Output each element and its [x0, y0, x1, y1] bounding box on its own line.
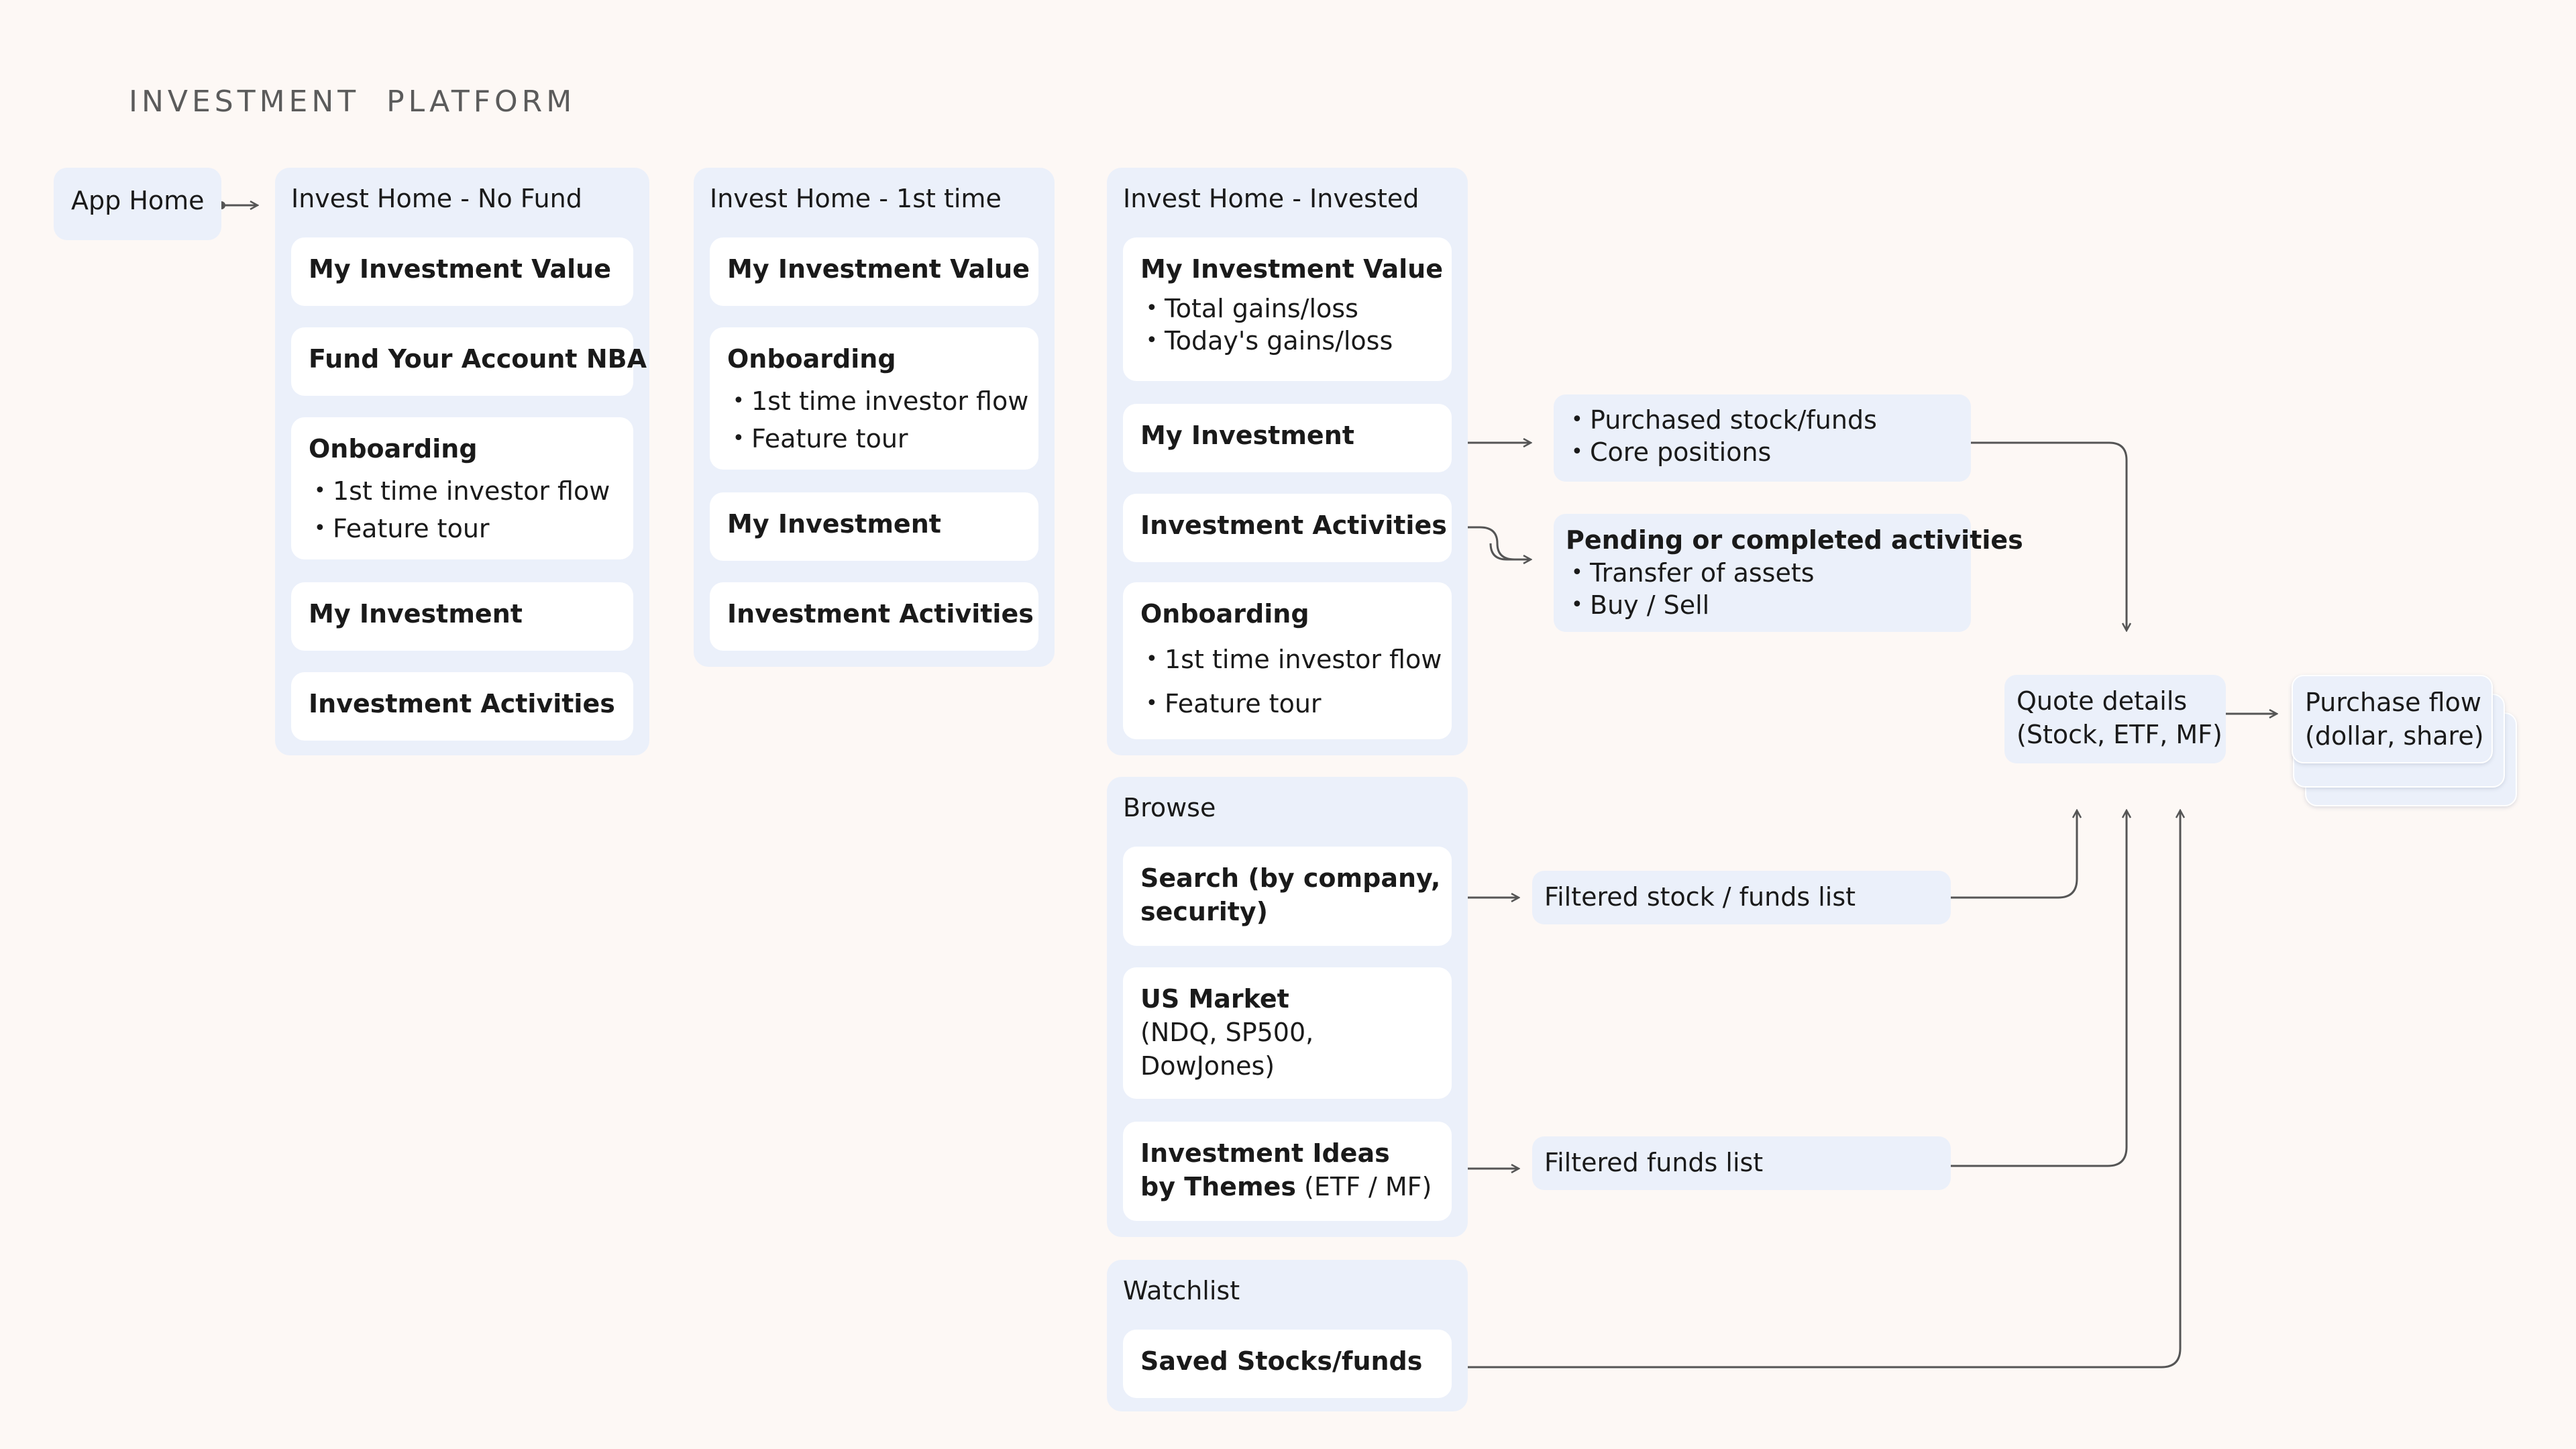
filtered-stock-node[interactable]: Filtered stock / funds list [1532, 871, 1951, 924]
bullet-item: Total gains/loss [1140, 292, 1434, 325]
card-title: My Investment Value [309, 254, 611, 284]
card-investment-activities[interactable]: Investment Activities [710, 582, 1038, 651]
card-my-investment-value[interactable]: My Investment Value [291, 237, 633, 306]
panel-browse: Browse Search (by company, security) US … [1107, 777, 1468, 1237]
page-title: INVESTMENT PLATFORM [129, 85, 576, 119]
card-title: My Investment Value [727, 254, 1030, 284]
card-fund-your-account[interactable]: Fund Your Account NBA [291, 327, 647, 396]
purchase-line-1: Purchase flow [2305, 688, 2481, 717]
bullet-item: Feature tour [309, 510, 616, 547]
purchase-flow-node[interactable]: Purchase flow (dollar, share) [2292, 675, 2493, 763]
panel-title: Invest Home - No Fund [291, 184, 582, 213]
search-line-1: Search (by company, [1140, 863, 1441, 893]
panel-title: Watchlist [1123, 1276, 1240, 1305]
ideas-line-2: by Themes (ETF / MF) [1140, 1170, 1434, 1203]
bullet-list: 1st time investor flow Feature tour [309, 472, 616, 547]
quote-line-1: Quote details [2017, 686, 2188, 716]
bullet-item: 1st time investor flow [1140, 637, 1442, 682]
bullet-item: Feature tour [1140, 682, 1434, 726]
bullet-item: Buy / Sell [1566, 589, 1959, 621]
card-title: Fund Your Account NBA [309, 344, 647, 374]
card-title: My Investment [309, 599, 523, 629]
card-title: US Market [1140, 984, 1289, 1014]
card-title: My Investment [727, 509, 941, 539]
us-market-line: DowJones) [1140, 1051, 1275, 1081]
note-title: Pending or completed activities [1566, 525, 2023, 555]
card-onboarding[interactable]: Onboarding 1st time investor flow Featur… [291, 417, 633, 559]
card-title: Investment Activities [727, 599, 1034, 629]
search-line-2: security) [1140, 897, 1269, 926]
ideas-line-1: Investment Ideas [1140, 1138, 1390, 1168]
card-my-investment-value[interactable]: My Investment Value Total gains/loss Tod… [1123, 237, 1452, 381]
card-onboarding[interactable]: Onboarding 1st time investor flow Featur… [1123, 582, 1452, 739]
filtered-funds-label: Filtered funds list [1544, 1148, 1764, 1177]
card-investment-ideas[interactable]: Investment Ideas by Themes (ETF / MF) [1123, 1122, 1452, 1221]
bullet-item: 1st time investor flow [727, 382, 1028, 420]
quote-details-node[interactable]: Quote details (Stock, ETF, MF) [2004, 675, 2226, 763]
card-my-investment[interactable]: My Investment [291, 582, 633, 651]
bullet-item: Purchased stock/funds [1566, 404, 1959, 436]
connector-activities-note [1489, 543, 1531, 559]
card-title: My Investment Value [1140, 254, 1443, 284]
bullet-list: Transfer of assets Buy / Sell [1566, 557, 1959, 621]
card-my-investment-value[interactable]: My Investment Value [710, 237, 1038, 306]
panel-invest-home-first-time: Invest Home - 1st time My Investment Val… [694, 168, 1055, 667]
card-my-investment[interactable]: My Investment [710, 492, 1038, 561]
card-title: Investment Activities [309, 689, 615, 718]
card-investment-activities[interactable]: Investment Activities [291, 672, 633, 741]
card-title: Onboarding [1140, 599, 1309, 629]
holdings-node[interactable]: Purchased stock/funds Core positions [1554, 394, 1971, 482]
bullet-item: Today's gains/loss [1140, 325, 1434, 357]
panel-watchlist: Watchlist Saved Stocks/funds [1107, 1260, 1468, 1411]
card-title: Onboarding [309, 434, 478, 464]
card-title: Onboarding [727, 344, 896, 374]
bullet-list: Total gains/loss Today's gains/loss [1140, 292, 1434, 357]
card-title: My Investment [1140, 421, 1354, 450]
app-home-node[interactable]: App Home [54, 168, 221, 240]
bullet-list: 1st time investor flow Feature tour [1140, 637, 1442, 726]
filtered-funds-node[interactable]: Filtered funds list [1532, 1136, 1951, 1190]
bullet-list: 1st time investor flow Feature tour [727, 382, 1028, 458]
ideas-themes: by Themes [1140, 1172, 1296, 1201]
activities-node[interactable]: Pending or completed activities Transfer… [1554, 514, 2023, 632]
connector-filtered-funds-quote [1916, 810, 2127, 1167]
app-home-label: App Home [71, 186, 205, 215]
panel-title: Browse [1123, 793, 1216, 822]
card-search[interactable]: Search (by company, security) [1123, 847, 1452, 946]
bullet-item: Transfer of assets [1566, 557, 1959, 589]
card-title: Saved Stocks/funds [1140, 1346, 1423, 1376]
card-saved-stocks[interactable]: Saved Stocks/funds [1123, 1330, 1452, 1398]
card-my-investment[interactable]: My Investment [1123, 404, 1452, 472]
panel-title: Invest Home - 1st time [710, 184, 1002, 213]
panel-title: Invest Home - Invested [1123, 184, 1419, 213]
ideas-fund-types: (ETF / MF) [1295, 1172, 1432, 1201]
bullet-item: Core positions [1566, 436, 1959, 468]
card-title: Investment Activities [1140, 511, 1447, 540]
card-onboarding[interactable]: Onboarding 1st time investor flow Featur… [710, 327, 1038, 470]
purchase-line-2: (dollar, share) [2305, 721, 2484, 751]
quote-line-2: (Stock, ETF, MF) [2017, 720, 2222, 749]
card-us-market[interactable]: US Market (NDQ, SP500, DowJones) [1123, 967, 1452, 1099]
bullet-item: Feature tour [727, 420, 1021, 458]
us-market-line: (NDQ, SP500, [1140, 1018, 1314, 1047]
panel-invest-home-no-fund: Invest Home - No Fund My Investment Valu… [275, 168, 649, 755]
us-market-details: (NDQ, SP500, DowJones) [1140, 1016, 1434, 1083]
bullet-item: 1st time investor flow [309, 472, 616, 510]
card-investment-activities[interactable]: Investment Activities [1123, 494, 1452, 562]
bullet-list: Purchased stock/funds Core positions [1566, 404, 1959, 468]
panel-invest-home-invested: Invest Home - Invested My Investment Val… [1107, 168, 1468, 755]
filtered-stock-label: Filtered stock / funds list [1544, 882, 1856, 912]
